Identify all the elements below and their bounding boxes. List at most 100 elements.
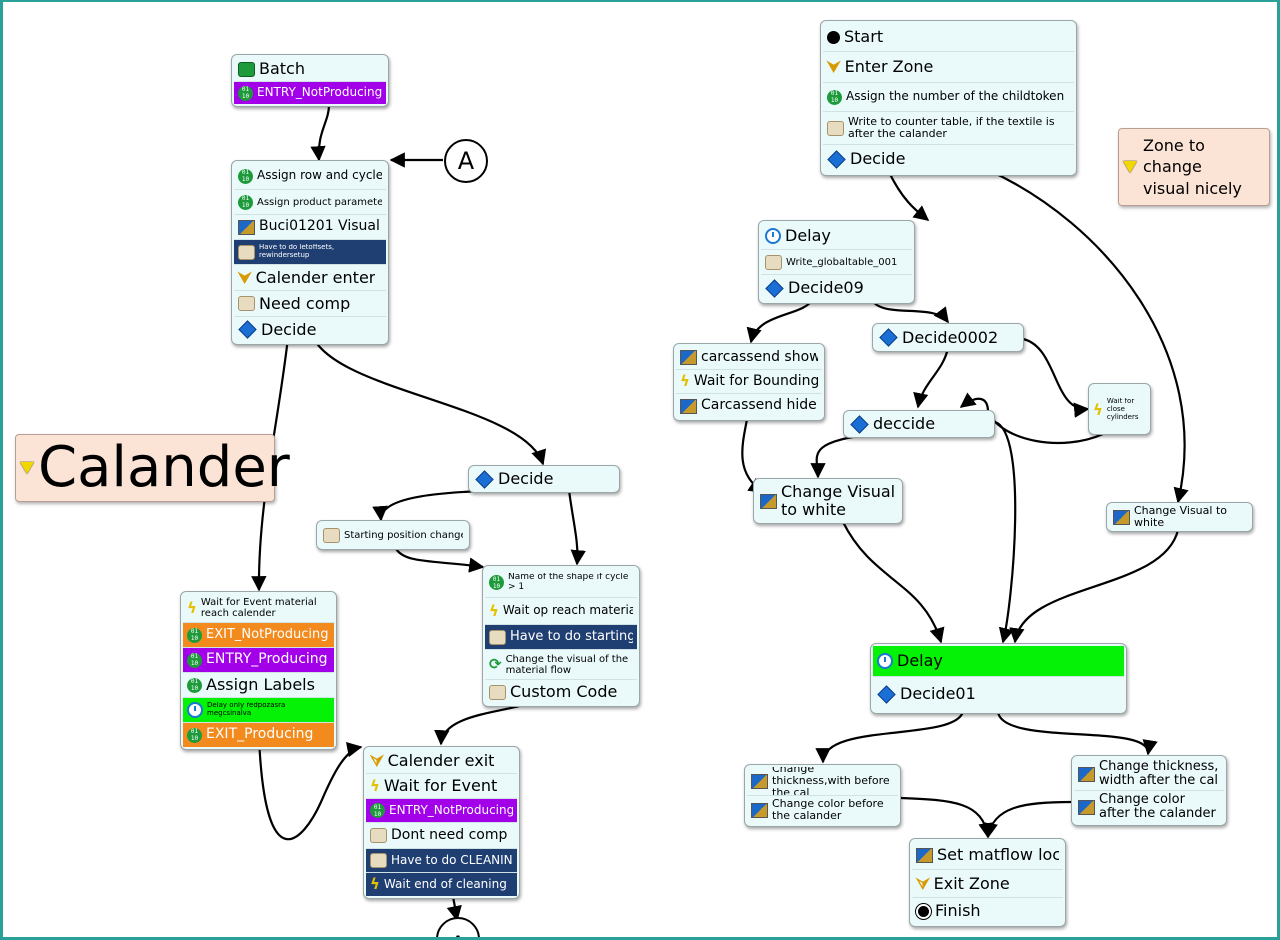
delay-only-row[interactable]: Delay only ředpozasra megcsinalva <box>183 698 334 723</box>
wait-end-cleaning-row[interactable]: ϟ Wait end of cleaning <box>366 873 517 896</box>
change-visual-white-row[interactable]: Change Visual to white <box>1109 505 1250 529</box>
visual-icon <box>1078 799 1095 815</box>
wait-op-row[interactable]: ϟ Wait op reach material <box>485 598 637 625</box>
color-after-row[interactable]: Change color after the calander <box>1074 791 1224 823</box>
edge <box>308 328 547 466</box>
need-comp-row[interactable]: Need comp <box>234 291 386 317</box>
thickness-after-block[interactable]: Change thickness, width after the cal Ch… <box>1071 755 1227 826</box>
decide-row[interactable]: Decide <box>823 145 1074 173</box>
set-matflow-row[interactable]: Set matflow loc <box>912 841 1063 870</box>
starting-position-row[interactable]: Starting position change <box>319 523 467 547</box>
thickness-before-block[interactable]: Change thickness,with before the cal Cha… <box>744 764 901 827</box>
zone-note[interactable]: Zone to change visual nicely <box>1118 128 1270 206</box>
edge <box>870 298 949 324</box>
calander-note[interactable]: Calander <box>15 434 290 502</box>
change-visual-flow-row[interactable]: ⟳ Change the visual of the material flow <box>485 650 637 680</box>
thickness-after-row[interactable]: Change thickness, width after the cal <box>1074 758 1224 791</box>
decide-row[interactable]: Decide <box>471 468 617 490</box>
decide09-row[interactable]: Decide09 <box>761 275 912 301</box>
write-counter-row[interactable]: Write to counter table, if the textile i… <box>823 112 1074 145</box>
edge <box>1009 529 1180 644</box>
decide-row[interactable]: Decide <box>234 317 386 342</box>
change-visual-white-row[interactable]: Change Visual to white <box>756 481 900 521</box>
starting-position-block[interactable]: Starting position change <box>316 520 470 550</box>
edge <box>842 521 945 644</box>
calender-enter-row[interactable]: ⮟ Calender enter <box>234 265 386 291</box>
scroll-icon <box>489 684 506 700</box>
deccide-block[interactable]: deccide <box>843 410 995 438</box>
delay-decide09-block[interactable]: Delay Write_globaltable_001 Decide09 <box>758 220 915 304</box>
wait-close-block[interactable]: ϟ Wait for close cylinders <box>1088 383 1151 435</box>
change-visual-white-block[interactable]: Change Visual to white <box>753 478 903 524</box>
decide0002-row[interactable]: Decide0002 <box>875 326 1021 349</box>
exit-zone-icon: ⮛ <box>916 873 930 893</box>
batch-row[interactable]: Batch <box>234 57 386 82</box>
exit-zone-row[interactable]: ⮛ Exit Zone <box>912 870 1063 898</box>
delay-row[interactable]: Delay <box>761 223 912 250</box>
carcassend-block[interactable]: carcassend show ϟ Wait for Bounding Carc… <box>673 343 825 421</box>
scroll-icon <box>370 828 387 843</box>
custom-code-row[interactable]: Have to do letoffsets, rewindersetup <box>234 240 386 265</box>
wait-event-block[interactable]: ϟ Wait for Event material reach calender… <box>180 591 337 750</box>
visual-icon <box>751 773 768 789</box>
have-to-do-starting-row[interactable]: Have to do starting <box>485 625 637 650</box>
decide01-row[interactable]: Decide01 <box>873 677 1124 711</box>
connector-a-top[interactable]: A <box>444 139 488 183</box>
delay-row[interactable]: Delay <box>873 646 1124 677</box>
edge <box>982 800 1072 839</box>
write-globaltable-row[interactable]: Write_globaltable_001 <box>761 250 912 275</box>
color-before-row[interactable]: Change color before the calander <box>747 796 898 824</box>
deccide-row[interactable]: deccide <box>846 413 992 435</box>
visual-icon <box>1078 766 1095 782</box>
edge <box>810 432 874 479</box>
finish-row[interactable]: Finish <box>912 898 1063 924</box>
dont-need-comp-row[interactable]: Dont need comp <box>366 823 517 849</box>
wait-event-icon: ϟ <box>187 598 197 617</box>
wait-event-row[interactable]: ϟ Wait for Event <box>366 774 517 799</box>
carcassend-hide-row[interactable]: Carcassend hide <box>676 394 822 418</box>
calender-exit-row[interactable]: ⮛ Calender exit <box>366 749 517 774</box>
decide-mid-block[interactable]: Decide <box>468 465 620 493</box>
carcassend-show-row[interactable]: carcassend show <box>676 346 822 370</box>
visual-icon <box>916 847 933 863</box>
scroll-icon <box>765 254 782 270</box>
thickness-before-row[interactable]: Change thickness,with before the cal <box>747 767 898 796</box>
edge <box>987 168 1189 504</box>
delay-decide01-block[interactable]: Delay Decide01 <box>870 643 1127 714</box>
enter-zone-row[interactable]: ⮟ Enter Zone <box>823 52 1074 83</box>
wait-event-row[interactable]: ϟ Wait for Event material reach calender <box>183 594 334 623</box>
edge <box>394 546 485 573</box>
decide0002-block[interactable]: Decide0002 <box>872 323 1024 352</box>
decide-icon <box>475 469 494 489</box>
matflow-exit-block[interactable]: Set matflow loc ⮛ Exit Zone Finish <box>909 838 1066 927</box>
start-row[interactable]: Start <box>823 23 1074 52</box>
wait-close-row[interactable]: ϟ Wait for close cylinders <box>1093 398 1139 421</box>
wait-bounding-row[interactable]: ϟ Wait for Bounding <box>676 370 822 394</box>
change-visual-white-block-2[interactable]: Change Visual to white <box>1106 502 1253 532</box>
zone-triangle-icon <box>20 462 34 474</box>
custom-code-row[interactable]: Custom Code <box>485 680 637 704</box>
visual-row[interactable]: Buci01201 Visual <box>234 215 386 240</box>
have-to-do-cleaning-row[interactable]: Have to do CLEANING <box>366 849 517 873</box>
